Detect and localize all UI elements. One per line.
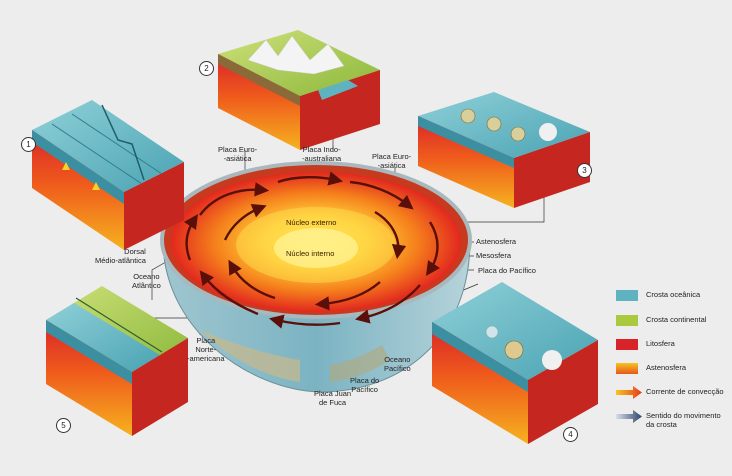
- legend-label-lithosphere: Litosfera: [646, 339, 675, 348]
- label-mesosphere: Mesosfera: [476, 251, 512, 260]
- legend-swatch-lithosphere: [616, 339, 638, 350]
- convection-arrow-icon: [616, 386, 642, 399]
- label-indo-australian-plate: Placa Indo--australiana: [302, 145, 342, 163]
- block-3-subduction-island-arc: [418, 92, 590, 208]
- legend-item-continental-crust: Crosta continental: [616, 313, 728, 335]
- legend-item-asthenosphere: Astenosfera: [616, 361, 728, 383]
- legend-swatch-continental-crust: [616, 315, 638, 326]
- label-asthenosphere: Astenosfera: [476, 237, 517, 246]
- label-euro-asian-plate-left: Placa Euro--asiática: [218, 145, 258, 163]
- crust-movement-arrow-icon: [616, 410, 642, 423]
- legend-label-oceanic-crust: Crosta oceânica: [646, 290, 701, 299]
- marker-1: 1: [21, 137, 36, 152]
- marker-3: 3: [577, 163, 592, 178]
- legend-item-lithosphere: Litosfera: [616, 337, 728, 359]
- block-4-ocean-hotspot: [432, 282, 598, 444]
- marker-5: 5: [56, 418, 71, 433]
- block-5-transform-fault: [46, 286, 188, 436]
- label-outer-core: Núcleo externo: [286, 218, 337, 227]
- earth-cross-section: [160, 161, 472, 393]
- legend-item-convection-current: Corrente de convecção: [616, 385, 728, 407]
- legend-label-continental-crust: Crosta continental: [646, 315, 707, 324]
- block-2-mountain-range: [218, 30, 380, 150]
- label-inner-core: Núcleo interno: [286, 249, 335, 258]
- label-pacific-plate-right: Placa do Pacífico: [478, 266, 536, 275]
- legend-swatch-asthenosphere: [616, 363, 638, 374]
- marker-4: 4: [563, 427, 578, 442]
- block-1-mid-ocean-ridge: [32, 100, 184, 250]
- label-euro-asian-plate-right: Placa Euro--asiática: [372, 152, 412, 170]
- legend-label-convection-current: Corrente de convecção: [646, 387, 724, 396]
- legend-item-oceanic-crust: Crosta oceânica: [616, 288, 728, 310]
- legend-swatch-oceanic-crust: [616, 290, 638, 301]
- marker-2: 2: [199, 61, 214, 76]
- legend-label-asthenosphere: Astenosfera: [646, 363, 687, 372]
